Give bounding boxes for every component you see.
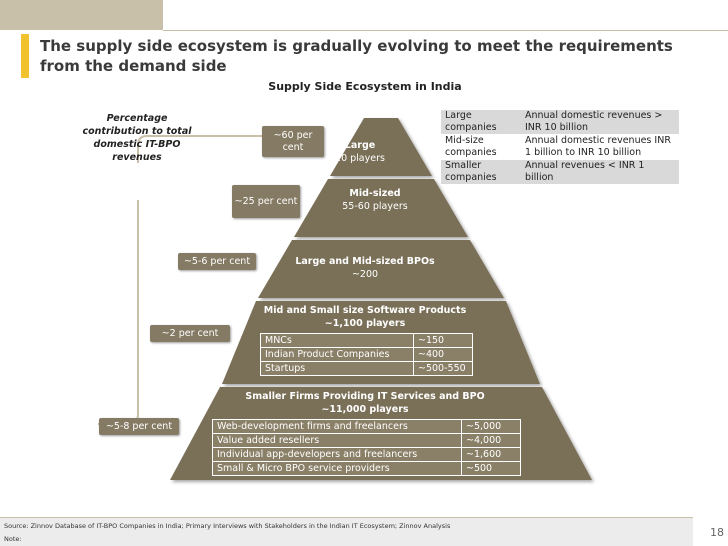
pct-large: ~60 per cent	[262, 126, 324, 157]
tier-1-shape	[330, 118, 432, 176]
tier-smaller-firms: Smaller Firms Providing IT Services and …	[230, 390, 500, 416]
tier-software-products-count: ~1,100 players	[324, 318, 406, 329]
table-row: MNCs~150	[260, 333, 473, 348]
tier-software-products: Mid and Small size Software Products ~1,…	[250, 304, 480, 330]
table-row: Startups~500-550	[260, 361, 473, 376]
pct-mid-sized: ~25 per cent	[232, 185, 300, 218]
footer-divider	[0, 517, 693, 518]
tier-mid-sized: Mid-sized 55-60 players	[310, 187, 440, 213]
table-row: Web-development firms and freelancers~5,…	[212, 419, 521, 434]
tier-mid-sized-name: Mid-sized	[349, 188, 401, 199]
footer-band	[0, 518, 693, 546]
table-row: Indian Product Companies~400	[260, 347, 473, 362]
tier-large-name: Large	[344, 140, 376, 151]
pct-smaller-firms: ~5-8 per cent	[99, 418, 179, 435]
software-products-table: MNCs~150 Indian Product Companies~400 St…	[260, 333, 473, 376]
tier-bpos: Large and Mid-sized BPOs ~200	[280, 255, 450, 281]
table-row: Small & Micro BPO service providers~500	[212, 461, 521, 476]
diagram-subtitle: Supply Side Ecosystem in India	[268, 80, 462, 93]
slide-title: The supply side ecosystem is gradually e…	[40, 37, 673, 75]
pct-software-products: ~2 per cent	[150, 325, 230, 342]
tier-large-count: 20 players	[335, 153, 385, 164]
tier-bpos-count: ~200	[351, 269, 379, 280]
smaller-firms-table: Web-development firms and freelancers~5,…	[212, 419, 521, 476]
tier-bpos-name: Large and Mid-sized BPOs	[295, 256, 435, 267]
header-corner-box	[0, 0, 163, 30]
tier-large: Large 20 players	[330, 139, 390, 165]
title-accent-bar	[21, 34, 29, 78]
source-text: Source: Zinnov Database of IT-BPO Compan…	[4, 522, 451, 530]
note-text: Note:	[4, 535, 22, 543]
tier-mid-sized-count: 55-60 players	[342, 201, 408, 212]
tier-3-shape	[258, 240, 504, 298]
header-divider	[163, 30, 728, 31]
table-row: Individual app-developers and freelancer…	[212, 447, 521, 462]
pct-bpos: ~5-6 per cent	[178, 253, 256, 270]
tier-2-shape	[294, 179, 468, 237]
percentage-legend: Percentage contribution to total domesti…	[82, 113, 192, 163]
tier-software-products-name: Mid and Small size Software Products	[263, 305, 467, 316]
table-row: Value added resellers~4,000	[212, 433, 521, 448]
tier-smaller-firms-name: Smaller Firms Providing IT Services and …	[245, 391, 485, 402]
page-number: 18	[710, 526, 724, 539]
tier-smaller-firms-count: ~11,000 players	[321, 404, 409, 415]
